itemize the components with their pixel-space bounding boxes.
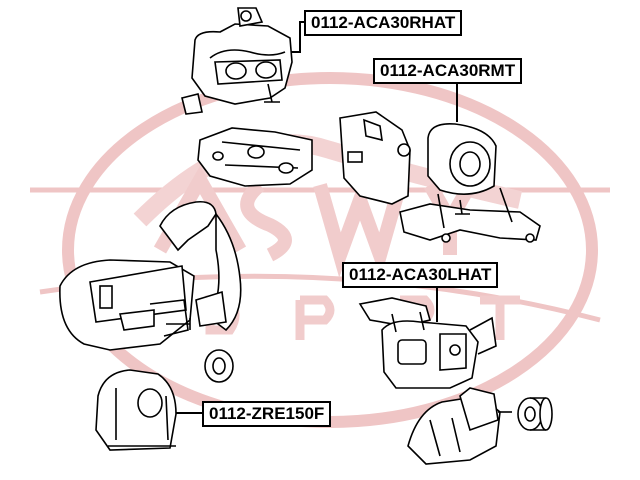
part-label-zre150f: 0112-ZRE150F <box>202 401 332 427</box>
part-aca30lhat-drawing <box>358 297 497 389</box>
part-label-aca30lhat: 0112-ACA30LHAT <box>342 262 499 288</box>
part-label-aca30rmt: 0112-ACA30RMT <box>373 58 523 84</box>
part-zre150f-drawing <box>59 200 242 451</box>
part-bracket-drawing <box>407 387 553 465</box>
part-label-aca30rhat: 0112-ACA30RHAT <box>304 10 463 36</box>
part-aca30rhat-drawing <box>181 7 313 187</box>
watermark-logo <box>30 72 610 428</box>
part-aca30rmt-drawing <box>339 111 541 243</box>
